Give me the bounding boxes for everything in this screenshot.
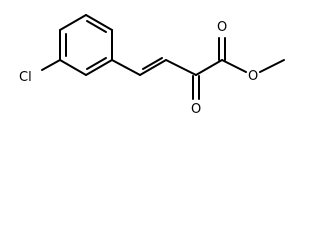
ketone-oxygen-label: O bbox=[191, 102, 201, 117]
chloro-substituent: Cl bbox=[19, 59, 61, 85]
o-methyl-bond bbox=[259, 59, 285, 73]
ring-bond bbox=[59, 14, 87, 31]
enone-chain: O bbox=[111, 57, 201, 117]
ring-bond bbox=[85, 14, 113, 31]
vinyl-double-bond bbox=[139, 59, 167, 76]
ring-bond bbox=[59, 59, 87, 76]
ring-double-bond bbox=[86, 20, 107, 33]
benzene-ring bbox=[59, 14, 113, 76]
ketone-to-ester-bond bbox=[195, 59, 223, 76]
c-cl-bond bbox=[41, 59, 61, 71]
carbonyl-oxygen-label: O bbox=[217, 20, 227, 35]
ring-double-bond bbox=[86, 57, 107, 70]
ring-to-vinyl-bond bbox=[111, 59, 141, 76]
ester-oxygen-label: O bbox=[248, 69, 258, 84]
ring-bond bbox=[85, 59, 113, 76]
vinyl-double-bond-inner bbox=[142, 57, 163, 70]
ester-single-bond bbox=[221, 59, 247, 73]
methyl-ester: O O bbox=[195, 20, 285, 84]
chemical-structure: Cl O O O bbox=[19, 14, 285, 117]
vinyl-to-ketone-bond bbox=[165, 59, 197, 76]
chlorine-atom-label: Cl bbox=[19, 70, 32, 85]
